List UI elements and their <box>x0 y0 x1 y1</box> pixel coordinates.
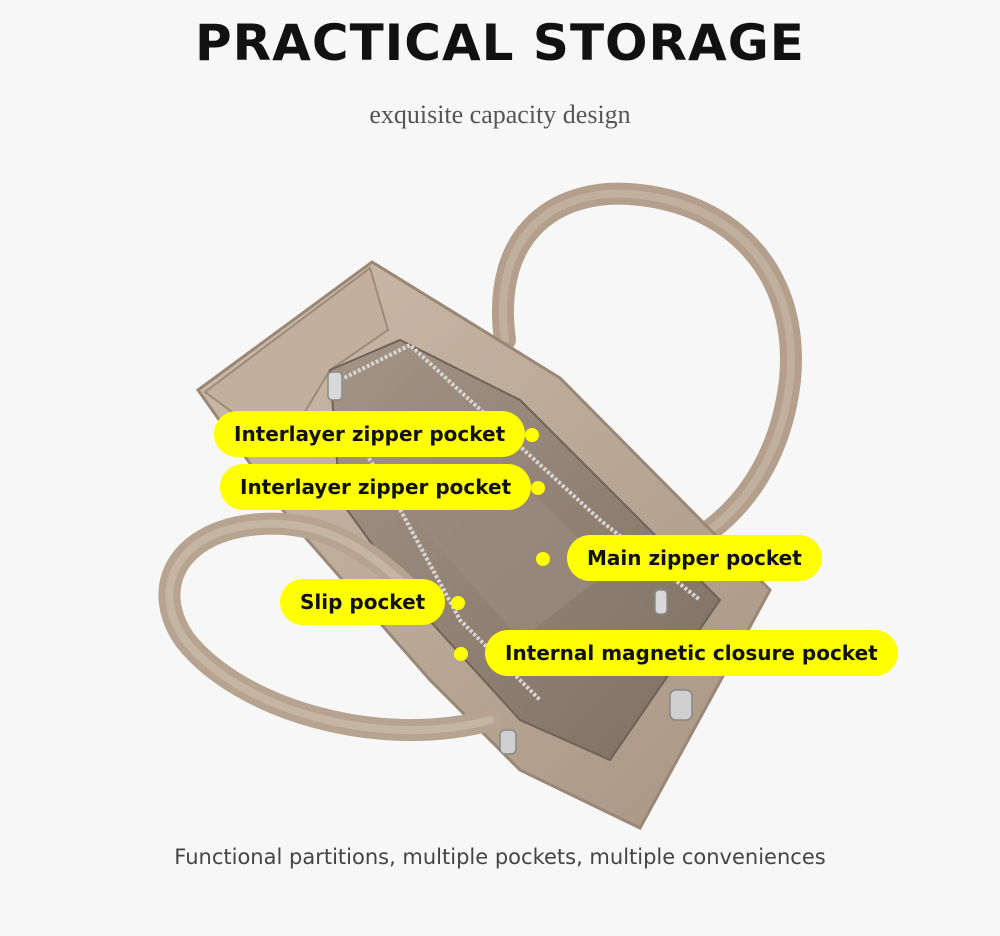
hardware-clip <box>669 689 693 721</box>
callout-main-zipper-pocket: Main zipper pocket <box>567 535 822 581</box>
footer-caption: Functional partitions, multiple pockets,… <box>174 845 826 869</box>
page-subtitle: exquisite capacity design <box>369 100 631 129</box>
callout-marker-2 <box>531 481 545 495</box>
callout-marker-4 <box>451 596 465 610</box>
callout-internal-magnetic-closure-pocket: Internal magnetic closure pocket <box>485 630 898 676</box>
page-title: PRACTICAL STORAGE <box>195 14 805 72</box>
callout-marker-3 <box>536 552 550 566</box>
zipper-pull <box>327 371 343 401</box>
callout-interlayer-zipper-pocket-1: Interlayer zipper pocket <box>214 411 526 457</box>
callout-marker-5 <box>454 647 468 661</box>
callout-slip-pocket: Slip pocket <box>280 579 446 625</box>
callout-interlayer-zipper-pocket-2: Interlayer zipper pocket <box>220 464 532 510</box>
callout-marker-1 <box>525 428 539 442</box>
